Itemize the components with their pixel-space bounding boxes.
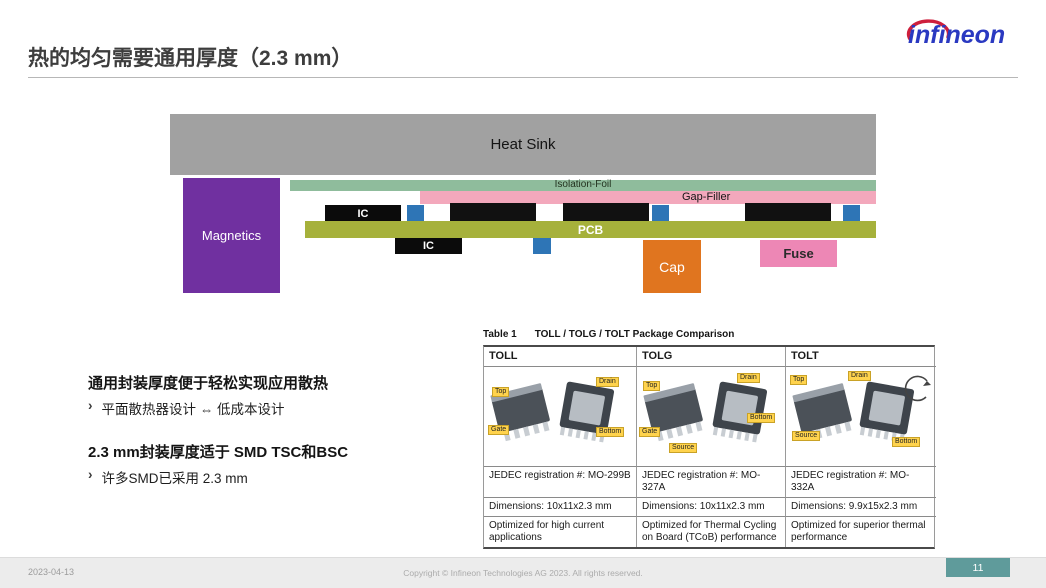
package-image-tolt: Top Drain Source Bottom [786, 367, 936, 467]
table-cell-optimized-toll: Optimized for high current applications [484, 517, 637, 547]
cap-label: Cap [659, 258, 685, 275]
isolation-foil-block: Isolation-Foil [290, 179, 876, 191]
ic-bottom-label: IC [423, 240, 434, 252]
package-block [563, 203, 649, 221]
isolation-foil-label: Isolation-Foil [554, 179, 612, 190]
table-header-tolg: TOLG [637, 347, 786, 367]
pin-tag: Drain [596, 377, 619, 387]
bullet-heading-1: 通用封装厚度便于轻松实现应用散热 [88, 375, 329, 392]
bullet-heading-2: 2.3 mm封装厚度适于 SMD TSC和BSC [88, 444, 349, 461]
pin-tag: Source [669, 443, 698, 453]
footer-date: 2023-04-13 [28, 567, 75, 577]
package-illustration [490, 381, 615, 443]
pin-tag: Top [790, 375, 808, 385]
table-cell-optimized-tolt: Optimized for superior thermal performan… [791, 520, 926, 543]
table-cell-jedec-toll: JEDEC registration #: MO-299B [484, 467, 637, 498]
ic-bottom-block: IC [395, 238, 462, 254]
table-cell-dimensions-toll: Dimensions: 10x11x2.3 mm [484, 498, 637, 517]
table-grid: TOLL TOLG TOLT Top [483, 345, 936, 549]
magnetics-label: Magnetics [201, 228, 262, 243]
heat-sink-block: Heat Sink [170, 114, 876, 175]
rotation-arrow-icon [904, 375, 928, 402]
cap-block: Cap [643, 240, 701, 293]
bullet-item-2-text: 许多SMD已采用 2.3 mm [101, 471, 248, 486]
title-divider [28, 77, 1018, 78]
pin-tag: Bottom [892, 437, 921, 447]
bullet-item-2: › 许多SMD已采用 2.3 mm [88, 467, 498, 487]
table-cell-dimensions-tolt: Dimensions: 9.9x15x2.3 mm [786, 498, 936, 517]
chevron-bullet-icon: › [88, 398, 93, 413]
table-cell-jedec-tolg: JEDEC registration #: MO-327A [637, 467, 786, 498]
package-block [745, 203, 831, 221]
page-number-badge: 11 [946, 558, 1010, 577]
page-number: 11 [972, 561, 984, 574]
pin-tag: Gate [639, 427, 661, 437]
pin-tag: Top [643, 381, 661, 391]
package-image-toll: Top Gate Drain Bottom [484, 367, 637, 467]
pin-tag: Bottom [747, 413, 776, 423]
ic-top-label: IC [357, 207, 369, 220]
pin-tag: Drain [848, 371, 871, 381]
fuse-block: Fuse [760, 240, 837, 267]
bullet-item-1: › 平面散热器设计 ⇔ 低成本设计 [88, 398, 498, 418]
pin-tag: Gate [488, 425, 510, 435]
magnetics-block: Magnetics [183, 178, 280, 293]
gap-filler-block: Gap-Filler [420, 191, 876, 204]
solder-block [533, 238, 551, 254]
bullet-text: 通用封装厚度便于轻松实现应用散热 › 平面散热器设计 ⇔ 低成本设计 2.3 m… [88, 372, 498, 510]
table-header-toll: TOLL [484, 347, 637, 367]
infineon-logo-icon: infineon [906, 19, 1005, 49]
package-image-tolg: Top Gate Source Drain Bottom [637, 367, 786, 467]
footer: 2023-04-13 Copyright © Infineon Technolo… [0, 557, 1046, 588]
footer-copyright: Copyright © Infineon Technologies AG 202… [403, 568, 643, 578]
gap-filler-label: Gap-Filler [682, 191, 731, 203]
pin-tag: Drain [737, 373, 760, 383]
pin-tag: Source [792, 431, 821, 441]
table-cell-dimensions-tolg: Dimensions: 10x11x2.3 mm [637, 498, 786, 517]
pin-tag: Top [492, 387, 510, 397]
solder-block [843, 205, 860, 221]
logo-wordmark: infineon [908, 21, 1005, 49]
infineon-logo: infineon [904, 12, 1022, 56]
page-title: 热的均匀需要通用厚度（2.3 mm） [28, 47, 353, 70]
table-header-tolt: TOLT [786, 347, 936, 367]
table-cell-jedec-tolt: JEDEC registration #: MO-332A [786, 467, 936, 498]
solder-block [407, 205, 424, 221]
solder-block [652, 205, 669, 221]
fuse-label: Fuse [783, 246, 814, 261]
table-caption: Table 1 TOLL / TOLG / TOLT Package Compa… [483, 329, 935, 340]
table-caption-title: TOLL / TOLG / TOLT Package Comparison [534, 329, 735, 340]
pcb-label: PCB [577, 222, 604, 237]
ic-top-block: IC [325, 205, 401, 222]
table-caption-label: Table 1 [483, 329, 517, 340]
package-block [450, 203, 536, 221]
package-comparison-table: Table 1 TOLL / TOLG / TOLT Package Compa… [483, 329, 936, 549]
table-cell-optimized-tolg: Optimized for Thermal Cycling on Board (… [637, 517, 786, 547]
bullet-item-1-text: 平面散热器设计 ⇔ 低成本设计 [101, 402, 285, 417]
heat-sink-label: Heat Sink [490, 136, 556, 153]
pcb-block: PCB [305, 221, 876, 238]
pin-tag: Bottom [596, 427, 625, 437]
chevron-bullet-icon: › [88, 467, 93, 482]
package-illustration [792, 375, 931, 443]
